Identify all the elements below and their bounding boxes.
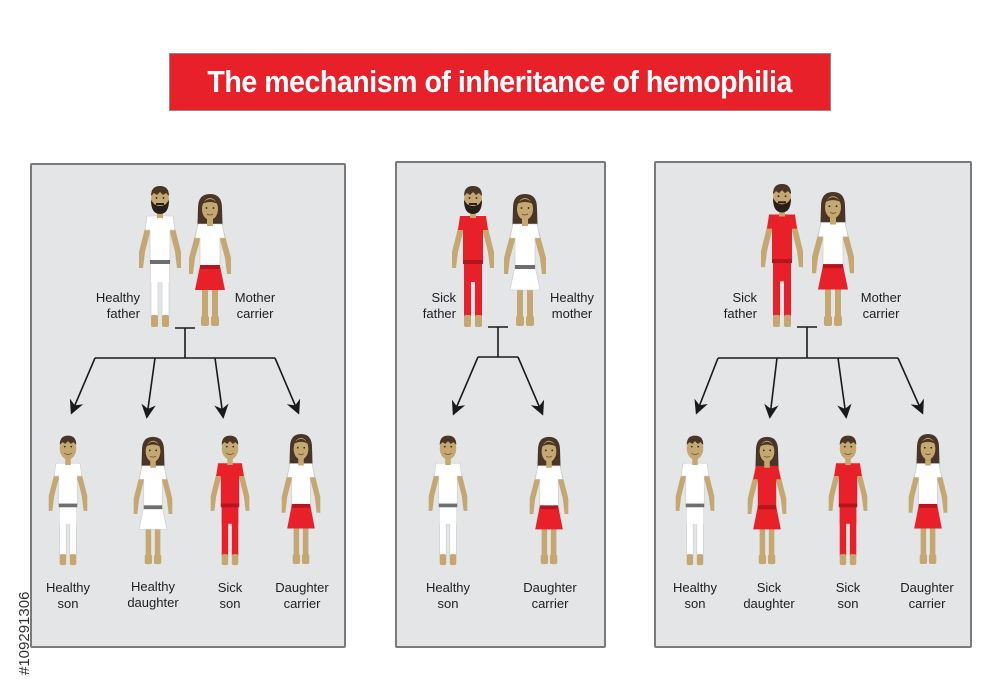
child-figure-healthy-son xyxy=(428,435,468,566)
father-figure xyxy=(761,184,803,327)
mother-figure xyxy=(812,192,854,326)
child-figure-sick-son xyxy=(828,435,868,566)
child-figure-healthy-son xyxy=(48,435,88,566)
page-title: The mechanism of inheritance of hemophil… xyxy=(207,64,793,99)
watermark-id: #109291306 xyxy=(16,591,33,675)
father-figure xyxy=(139,186,181,327)
child-figure-sick-daughter xyxy=(747,436,787,565)
child-figure-daughter-carrier xyxy=(281,433,321,565)
child-figure-healthy-daughter xyxy=(133,436,173,565)
panel-sick-father-healthy-mother xyxy=(395,161,606,648)
child-figure-daughter-carrier xyxy=(908,433,948,565)
child-figure-daughter-carrier xyxy=(529,436,569,565)
title-banner: The mechanism of inheritance of hemophil… xyxy=(169,53,831,111)
mother-figure xyxy=(504,194,546,326)
father-figure xyxy=(452,186,494,327)
child-figure-sick-son xyxy=(210,435,250,566)
mother-figure xyxy=(189,194,231,326)
child-figure-healthy-son xyxy=(675,435,715,566)
